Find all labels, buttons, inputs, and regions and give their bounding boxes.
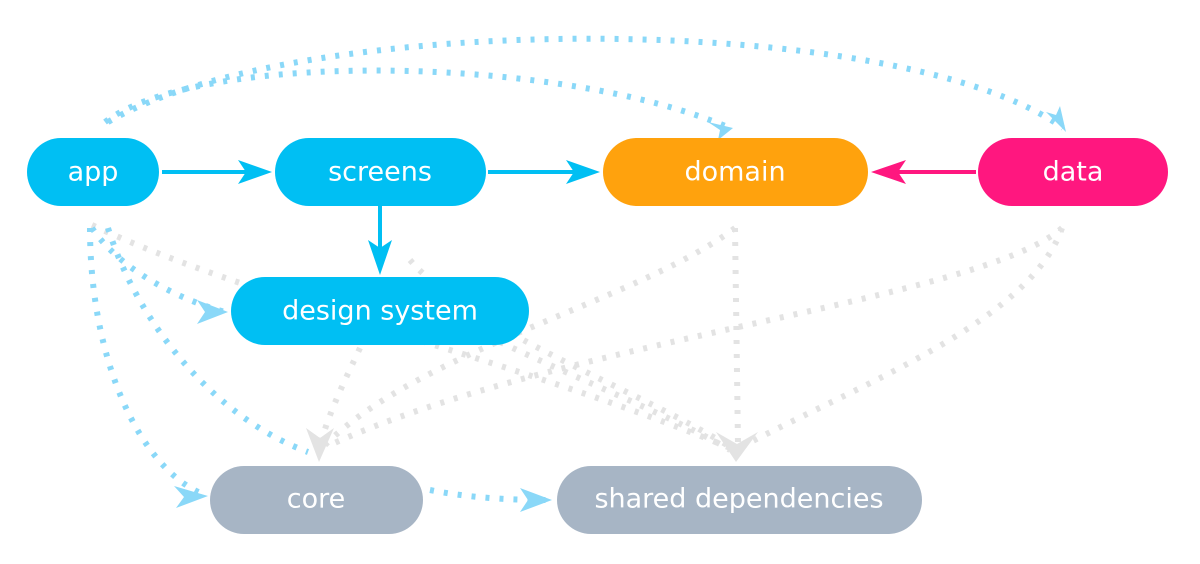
node-domain[interactable]: domain [603, 138, 868, 206]
node-domain-box [603, 138, 868, 206]
dotted-blue-edges [87, 35, 1066, 512]
node-design-system-box [231, 277, 529, 345]
edge-design-system-shared-dependencies [498, 339, 732, 453]
arrowhead-shared-dependencies-gray [716, 432, 758, 462]
solid-edges [162, 160, 976, 275]
node-app-label: app [68, 157, 119, 188]
arrowhead-domain-dotted [708, 122, 733, 140]
edge-app-design-system [89, 226, 226, 315]
arrowhead-screens [238, 160, 272, 184]
edge-design-system-core [317, 346, 363, 446]
node-core[interactable]: core [210, 466, 423, 534]
edge-domain-shared-dependencies [732, 227, 741, 446]
arrowhead-core-dotted [174, 486, 208, 508]
node-domain-label: domain [684, 157, 785, 188]
edge-data-shared-dependencies [743, 227, 1065, 448]
node-design-system-label: design system [282, 296, 478, 327]
node-app[interactable]: app [27, 138, 159, 206]
edge-app-domain [103, 67, 732, 131]
arrowhead-domain [566, 160, 600, 184]
node-app-box [27, 138, 159, 206]
edge-app-core-outer [87, 227, 207, 498]
dotted-gray-edges [90, 222, 1065, 462]
arrowhead-design-system [368, 240, 392, 275]
edge-domain-core [322, 225, 737, 448]
node-data[interactable]: data [978, 138, 1168, 206]
arrowhead-design-system-dotted [197, 300, 228, 324]
node-design-system[interactable]: design system [231, 277, 529, 345]
node-shared-dependencies-label: shared dependencies [594, 484, 883, 515]
node-screens[interactable]: screens [275, 138, 486, 206]
arrowhead-domain-from-data [871, 160, 906, 184]
edge-app-data [106, 35, 1065, 131]
arrowhead-data-dotted [1046, 106, 1066, 132]
node-screens-label: screens [328, 157, 432, 188]
node-data-label: data [1043, 157, 1104, 188]
node-data-box [978, 138, 1168, 206]
arrowhead-core-gray [306, 428, 334, 462]
node-shared-dependencies-box [557, 466, 922, 534]
node-shared-dependencies[interactable]: shared dependencies [557, 466, 922, 534]
arrowhead-shared-dependencies-dotted [520, 488, 552, 512]
node-core-box [210, 466, 423, 534]
node-screens-box [275, 138, 486, 206]
node-core-label: core [287, 484, 345, 515]
